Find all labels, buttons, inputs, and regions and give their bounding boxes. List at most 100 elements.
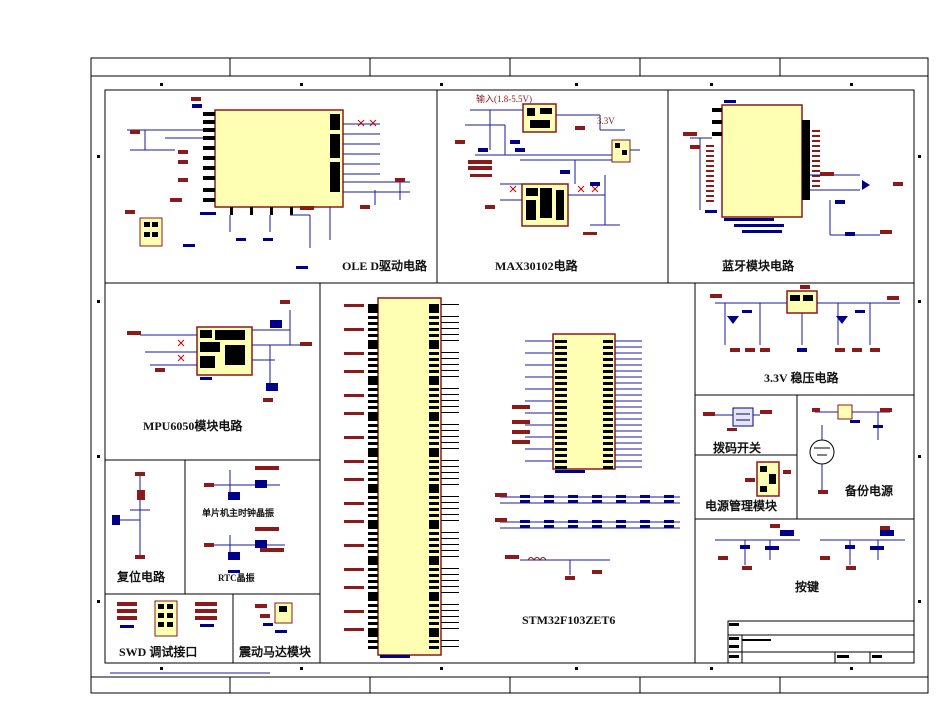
mcu-pin <box>368 340 378 349</box>
mcu-pin <box>429 448 439 457</box>
mcu-label: STM32F103ZET6 <box>522 613 616 627</box>
core-pin <box>603 466 613 469</box>
decoupling-cap <box>640 520 650 523</box>
inner-border <box>104 89 915 664</box>
decoupling-cap <box>568 520 578 523</box>
mcu-pin-lead <box>441 544 459 545</box>
core-pin <box>555 460 567 463</box>
mcu-pin-lead <box>441 508 459 509</box>
mcu-pin <box>368 604 378 607</box>
mcu-pin <box>368 508 378 511</box>
regulator-circuit <box>710 285 900 352</box>
mcu-pin <box>368 376 378 385</box>
mcu-pin <box>368 316 378 319</box>
mcu-pin <box>368 478 378 481</box>
mcu-pin-lead <box>441 304 459 305</box>
mcu-pin-lead <box>441 442 459 443</box>
swd-circuit <box>110 600 270 674</box>
core-pin <box>603 418 613 421</box>
mcu-pin <box>368 532 378 535</box>
core-pin <box>603 352 613 355</box>
pin-stub <box>706 150 714 152</box>
mcu-pin <box>368 502 378 505</box>
pin-stub <box>706 180 714 182</box>
mcu-pin <box>429 640 439 643</box>
mcu-pin <box>368 556 378 565</box>
mcu-pin <box>368 370 378 373</box>
mcu-pin-lead <box>441 592 459 593</box>
mcu-pin <box>368 580 378 583</box>
core-pin <box>603 406 613 409</box>
zone-marker <box>440 667 443 670</box>
core-pin <box>603 346 613 349</box>
mcu-pin <box>429 466 439 469</box>
core-pin <box>555 346 567 349</box>
pin-stub <box>812 180 820 182</box>
mcu-pin-lead <box>441 610 459 611</box>
decoupling-cap <box>520 525 530 528</box>
mcu-pin-lead <box>441 628 459 629</box>
pin-stub <box>706 155 714 157</box>
mcu-pin-lead <box>441 532 459 533</box>
oled-circuit <box>125 97 410 269</box>
mcu-pin <box>429 556 439 565</box>
mcu-pin <box>429 550 439 553</box>
mcu-pin-lead <box>441 358 459 359</box>
mcu-pin <box>368 364 378 367</box>
zone-marker <box>850 83 853 86</box>
pin-stub <box>706 190 714 192</box>
mcu-net-label <box>344 568 364 571</box>
mcu-net-label <box>344 610 364 613</box>
zone-ticks <box>229 58 781 693</box>
decoupling-cap <box>616 500 626 503</box>
mcu-pin-lead <box>441 364 459 365</box>
swd-label: SWD 调试接口 <box>119 645 198 659</box>
mcu-pin-lead <box>441 622 459 623</box>
mcu-pin-lead <box>441 376 459 377</box>
decoupling-cap <box>664 525 674 528</box>
decoupling-cap <box>544 495 554 498</box>
core-pin <box>555 388 567 391</box>
mcu-pin <box>368 352 378 355</box>
core-pin <box>555 370 567 373</box>
ldo-ic <box>786 290 818 314</box>
decoupling-cap <box>616 495 626 498</box>
mcu-pin <box>429 610 439 613</box>
vibration-motor-label: 震动马达模块 <box>239 645 312 659</box>
zone-marker <box>97 455 100 458</box>
reset-label: 复位电路 <box>117 570 166 584</box>
mcu-net-label <box>344 520 364 523</box>
pin-stub <box>812 140 820 142</box>
regulator-label: 3.3V 稳压电路 <box>764 371 839 385</box>
decoupling-cap <box>520 520 530 523</box>
zone-marker <box>97 600 100 603</box>
mcu-pin <box>368 412 378 421</box>
mcu-pin <box>429 502 439 505</box>
zone-marker <box>97 155 100 158</box>
decoupling-cap <box>544 525 554 528</box>
decoupling-cap <box>520 495 530 498</box>
mcu-pin <box>429 622 439 625</box>
dip-switch <box>732 407 754 427</box>
mcu-pin <box>368 460 378 463</box>
mcu-net-label <box>344 586 364 589</box>
mpu6050-circuit <box>127 300 312 402</box>
oled-module <box>214 109 344 208</box>
zone-marker <box>850 667 853 670</box>
mcu-pin-lead <box>441 460 459 461</box>
pin-stub <box>706 170 714 172</box>
zone-marker <box>918 155 921 158</box>
core-pin <box>555 400 567 403</box>
mcu-pin <box>368 442 378 445</box>
core-net-label <box>512 420 530 424</box>
input-range-annotation: 输入(1.8-5.5V) <box>476 94 532 104</box>
vibration-motor-circuit <box>255 602 293 633</box>
mcu-pin <box>429 376 439 385</box>
mcu-pin <box>429 352 439 355</box>
decoupling-cap <box>664 500 674 503</box>
zone-marker <box>918 455 921 458</box>
mcu-pin <box>429 388 439 391</box>
title-block-marks <box>729 623 882 658</box>
decoupling-cap <box>616 520 626 523</box>
mcu-net-label <box>344 478 364 481</box>
